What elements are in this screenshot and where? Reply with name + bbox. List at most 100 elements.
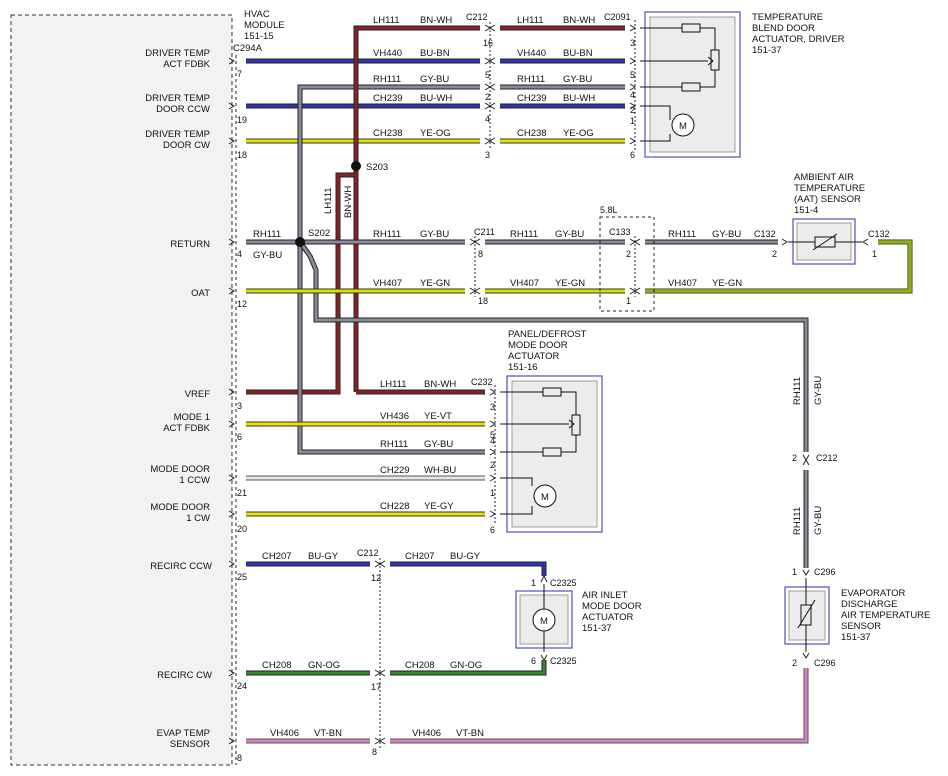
pin-21: 21: [237, 488, 247, 498]
signal-mode-door-ccw-l1: MODE DOOR: [150, 464, 210, 475]
pin-8: 8: [237, 753, 242, 763]
signal-driver-temp-fdbk-l2: ACT FDBK: [163, 59, 210, 70]
evap-label-l5: 151-37: [841, 632, 871, 643]
splices: S203 S202: [295, 161, 388, 247]
hvac-module: HVAC MODULE 151-15 C294A DRIVER TEMP ACT…: [10, 9, 285, 766]
air-inlet-label-l4: 151-37: [582, 623, 612, 634]
c212-bottom-pin-12: 12: [371, 573, 381, 583]
wire-rh111-top: [297, 84, 625, 242]
evap-connector-top: C296: [814, 567, 836, 577]
blend-door-actuator: M C2091 3 5 4 2 1 6 TEMPERATURE BLEND DO…: [604, 11, 845, 160]
wire-label-rh111-evap-b: RH111: [792, 507, 803, 535]
mode-motor-label: M: [541, 492, 549, 503]
pin-4: 4: [237, 249, 242, 259]
c133-variant: 5.8L: [600, 205, 618, 215]
inline-connectors: [374, 22, 869, 748]
signal-mode-door-ccw-l2: 1 CCW: [179, 475, 210, 486]
wire-label-ch229-color: WH-BU: [424, 465, 456, 476]
air-inlet-label-l2: MODE DOOR: [582, 601, 642, 612]
aat-label-l4: 151-4: [794, 205, 818, 216]
wire-label-ch208-a: CH208: [262, 660, 292, 671]
signal-driver-temp-ccw-l2: DOOR CCW: [156, 104, 210, 115]
blend-connector: C2091: [604, 12, 631, 22]
wire-label-vh406-a-color: VT-BN: [314, 728, 342, 739]
wire-label-ch238-b-color: YE-OG: [563, 128, 594, 139]
wire-label-rh111-evap-a-color: GY-BU: [813, 376, 824, 405]
wire-label-ch229: CH229: [380, 465, 410, 476]
hvac-title-line3: 151-15: [244, 31, 274, 42]
wire-label-lh111-b: LH111: [517, 15, 544, 26]
wire-label-lh111-vref: LH111: [380, 379, 407, 390]
wire-label-ch207-a: CH207: [262, 551, 292, 562]
wire-label-vh440-a: VH440: [373, 48, 402, 59]
splice-s203-label: S203: [366, 162, 388, 173]
wire-label-vh436: VH436: [380, 411, 409, 422]
blend-pin-5: 5: [630, 70, 635, 80]
c212-right-label: C212: [816, 453, 838, 463]
mode-pin-4: 4: [490, 436, 495, 446]
c133-pin-2: 2: [626, 249, 631, 259]
c211-pin-18: 18: [478, 296, 488, 306]
splice-s202: [295, 237, 305, 247]
mode-label-l1: PANEL/DEFROST: [508, 329, 587, 340]
blend-pin-2: 2: [630, 105, 635, 115]
signal-driver-temp-cw-l2: DOOR CW: [163, 140, 210, 151]
wire-label-rh111-return: RH111: [253, 229, 281, 240]
pin-25: 25: [237, 572, 247, 582]
wire-label-ch208-b-color: GN-OG: [450, 660, 482, 671]
wire-vh407: [246, 239, 913, 294]
c212-top-label: C212: [466, 12, 488, 22]
wire-label-vh407-b: VH407: [510, 278, 539, 289]
blend-label-l1: TEMPERATURE: [752, 12, 823, 23]
wire-label-rh111-evap-b-color: GY-BU: [813, 506, 824, 535]
mode-pin-2: 2: [490, 460, 495, 470]
evap-label-l3: AIR TEMPERATURE: [841, 610, 930, 621]
signal-mode-door-cw-l2: 1 CW: [186, 513, 210, 524]
wire-label-rh111-return-right: RH111: [668, 229, 696, 240]
wire-label-lh111-a-color: BN-WH: [420, 15, 452, 26]
signal-recirc-cw: RECIRC CW: [157, 670, 212, 681]
wire-label-rh111-mode-color: GY-BU: [424, 439, 453, 450]
pin-3: 3: [237, 401, 242, 411]
air-inlet-connector-top: C2325: [550, 578, 577, 588]
air-inlet-label-l1: AIR INLET: [582, 590, 628, 601]
evap-pin-2: 2: [792, 658, 797, 668]
evap-label-l4: SENSOR: [841, 621, 881, 632]
wire-label-ch208-b: CH208: [405, 660, 435, 671]
pin-18: 18: [237, 150, 247, 160]
wire-label-vh406-b: VH406: [412, 728, 441, 739]
wire-label-vh406-a: VH406: [270, 728, 299, 739]
wire-label-vh440-a-color: BU-BN: [420, 48, 450, 59]
c212-pin-16: 16: [483, 38, 493, 48]
mode-motor-icon: [533, 484, 557, 508]
signal-oat: OAT: [191, 288, 210, 299]
wire-label-ch207-a-color: BU-GY: [308, 551, 339, 562]
pin-7: 7: [237, 69, 242, 79]
wire-label-ch228-color: YE-GY: [424, 501, 454, 512]
wire-label-ch228: CH228: [380, 501, 410, 512]
wire-label-lh111-vertical: LH111: [323, 187, 334, 214]
wire-label-vh407-c: VH407: [668, 278, 697, 289]
aat-label-l3: (AAT) SENSOR: [794, 194, 861, 205]
wire-label-ch238-a-color: YE-OG: [420, 128, 451, 139]
air-inlet-actuator: M 1 C2325 6 C2325 AIR INLET MODE DOOR AC…: [515, 574, 642, 666]
wire-label-rh111-a: RH111: [373, 74, 401, 85]
wire-label-rh111-b-color: GY-BU: [563, 74, 592, 85]
signal-driver-temp-cw-l1: DRIVER TEMP: [145, 129, 210, 140]
wire-label-ch207-b-color: BU-GY: [450, 551, 481, 562]
evap-connector-bottom: C296: [814, 658, 836, 668]
aat-connector-right: C132: [868, 229, 890, 239]
wire-vh406: [246, 668, 809, 744]
c212-pin-2: 2: [485, 92, 490, 102]
wire-label-ch207-b: CH207: [405, 551, 435, 562]
blend-label-l2: BLEND DOOR: [752, 23, 815, 34]
wire-rh111-evap: [297, 240, 809, 568]
aat-label-l1: AMBIENT AIR: [794, 172, 854, 183]
blend-pin-4: 4: [630, 90, 635, 100]
evap-sensor: 1 C296 2 C296 EVAPORATOR DISCHARGE AIR T…: [784, 567, 930, 668]
mode-label-l4: 151-16: [508, 362, 538, 373]
blend-pin-6: 6: [630, 150, 635, 160]
c212-pin-4: 4: [485, 114, 490, 124]
air-inlet-label-l3: ACTUATOR: [582, 612, 634, 623]
wire-labels: LH111 BN-WH LH111 BN-WH VH440 BU-BN VH44…: [253, 15, 824, 739]
